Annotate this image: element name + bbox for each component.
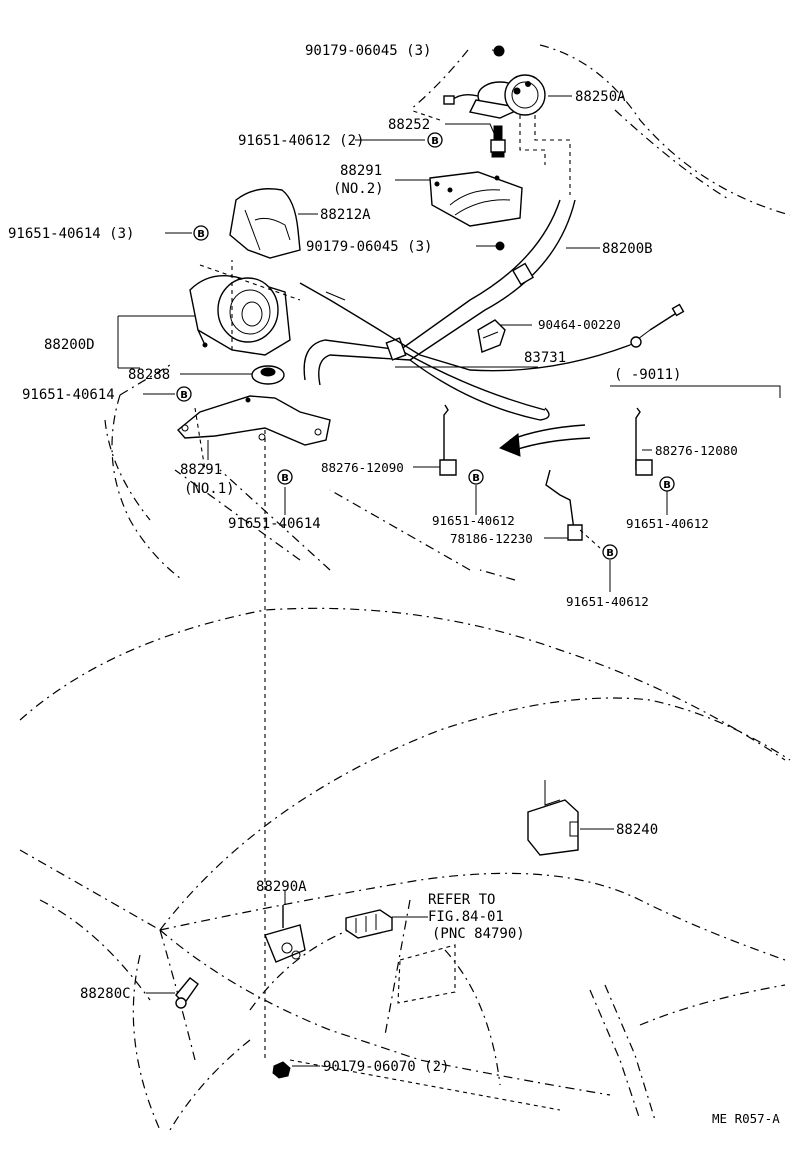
clamp-icon [477, 319, 506, 353]
pump-icon [443, 74, 571, 195]
nut-icon [272, 1061, 291, 1079]
label-91651-40612-a: 91651-40612 [432, 513, 515, 528]
cable-icon [299, 282, 685, 372]
diagram-code: ME R057-A [712, 1111, 780, 1126]
label-88276-12090: 88276-12090 [321, 460, 404, 475]
refer-note-line2: FIG.84-01 [428, 909, 504, 925]
rod-88276-12090-icon [439, 404, 457, 476]
svg-text:B: B [281, 473, 289, 484]
range-bracket [610, 385, 781, 398]
pulley-icon [251, 365, 285, 385]
label-90179-06070: 90179-06070 (2) [323, 1059, 449, 1075]
actuator-icon [189, 260, 301, 356]
hose-icon [303, 199, 576, 421]
svg-text:B: B [431, 136, 439, 147]
label-88212A: 88212A [320, 207, 371, 223]
vehicle-outline-lower [19, 607, 791, 1131]
label-88252: 88252 [388, 117, 430, 133]
label-88276-12080: 88276-12080 [655, 443, 738, 458]
svg-text:B: B [472, 473, 480, 484]
label-88291-no2-sub: (NO.2) [333, 181, 384, 197]
bracket-no1-icon [176, 395, 331, 446]
bolt-marker-icon: B [427, 132, 443, 148]
label-88280C: 88280C [80, 986, 131, 1002]
connector-icon [345, 909, 393, 939]
label-9011-range: ( -9011) [614, 367, 681, 383]
label-78186-12230: 78186-12230 [450, 531, 533, 546]
bracket-no2-icon [429, 171, 523, 227]
vehicle-outline-upper [104, 44, 791, 581]
refer-note-line1: REFER TO [428, 892, 495, 908]
label-91651-40612-2: 91651-40612 (2) [238, 133, 364, 149]
svg-text:B: B [197, 229, 205, 240]
label-90179-06045-mid: 90179-06045 (3) [306, 239, 432, 255]
svg-text:B: B [663, 480, 671, 491]
label-90179-06045-top: 90179-06045 (3) [305, 43, 431, 59]
bolt-marker-icon: B [602, 544, 618, 560]
label-91651-40614-3: 91651-40614 (3) [8, 226, 134, 242]
computer-icon [527, 780, 579, 856]
bolt-marker-icon: B [193, 225, 209, 241]
label-91651-40614-bottom: 91651-40614 [228, 516, 321, 532]
label-91651-40612-c: 91651-40612 [566, 594, 649, 609]
label-88288: 88288 [128, 367, 170, 383]
refer-note-line3: (PNC 84790) [432, 926, 525, 942]
bolt-marker-icon: B [277, 469, 293, 485]
label-83731: 83731 [524, 350, 566, 366]
bolt-marker-icon: B [468, 469, 484, 485]
nut-icon [495, 241, 505, 251]
rod-78186-12230-icon [545, 469, 583, 541]
bolt-marker-icon: B [659, 476, 675, 492]
bolt-marker-icon: B [176, 386, 192, 402]
actuator-cover-icon [229, 188, 301, 259]
label-91651-40612-b: 91651-40612 [626, 516, 709, 531]
label-88291-no1: 88291 [180, 462, 222, 478]
label-88250A: 88250A [575, 89, 626, 105]
label-88291-no1-sub: (NO.1) [184, 481, 235, 497]
label-88290A: 88290A [256, 879, 307, 895]
label-88291-no2: 88291 [340, 163, 382, 179]
label-91651-40614-left: 91651-40614 [22, 387, 115, 403]
label-90464-00220: 90464-00220 [538, 317, 621, 332]
label-88200D: 88200D [44, 337, 95, 353]
sensor-88280C-icon [175, 977, 199, 1009]
direction-arrow-icon [499, 424, 591, 457]
rod-88276-12080-icon [635, 407, 653, 476]
label-88240: 88240 [616, 822, 658, 838]
sensor-88290A-icon [264, 905, 306, 963]
svg-text:B: B [606, 548, 614, 559]
leader-lines [117, 49, 668, 1067]
svg-text:B: B [180, 390, 188, 401]
label-88200B: 88200B [602, 241, 653, 257]
